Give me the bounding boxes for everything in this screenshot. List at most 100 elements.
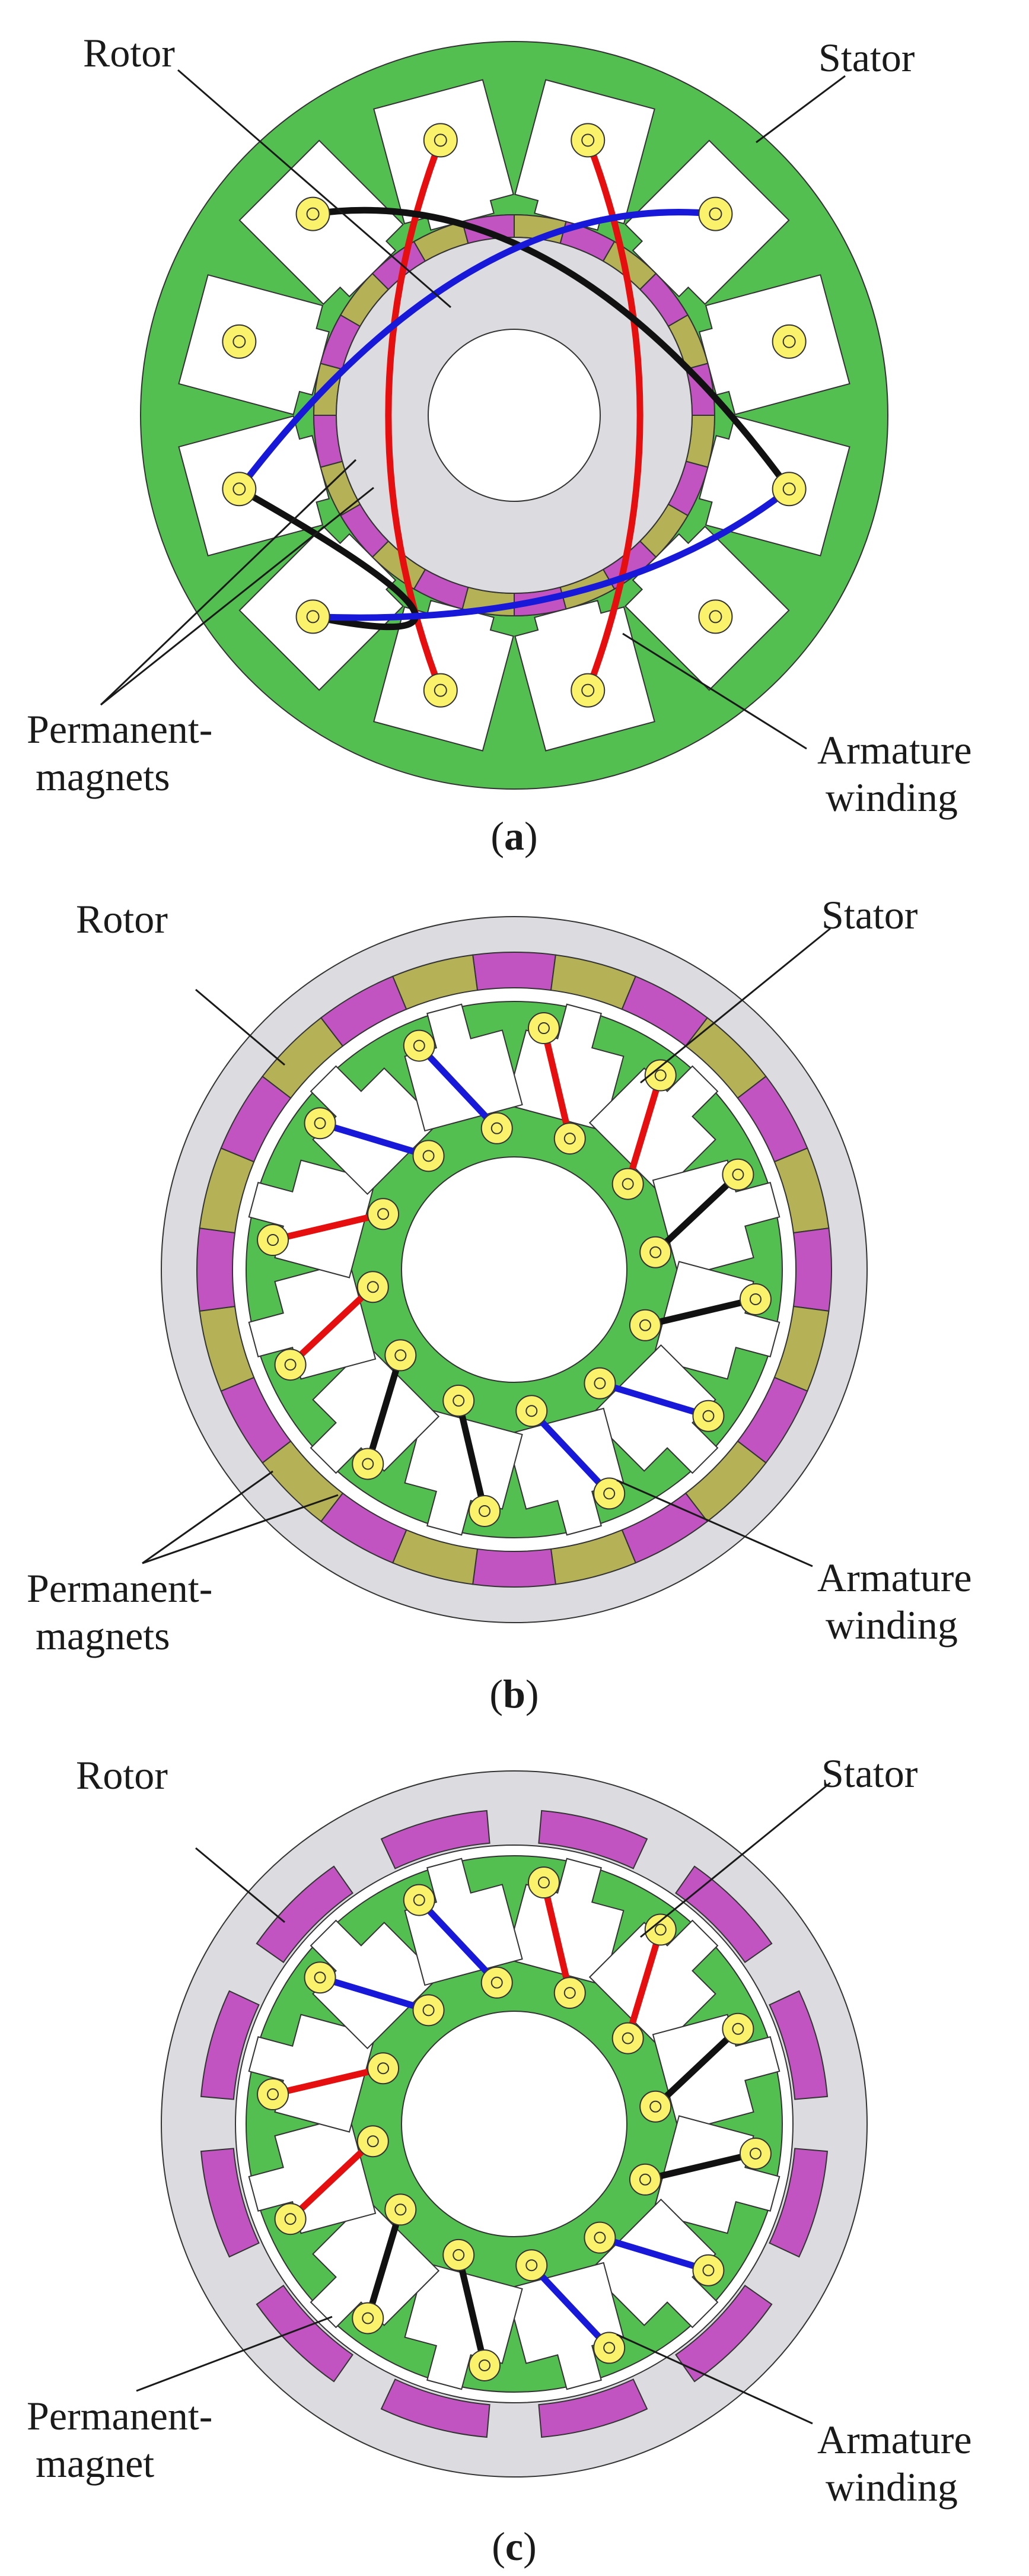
leader-c-winding xyxy=(616,2333,813,2425)
conductor-21 xyxy=(304,1961,336,1994)
conductor-core-23 xyxy=(413,1894,425,1906)
conductor-13 xyxy=(469,1494,501,1527)
label-c-rotor: Rotor xyxy=(76,1753,168,1798)
conductor-9 xyxy=(692,2254,725,2286)
leader-a-rotor xyxy=(177,69,451,309)
conductor-22 xyxy=(412,1994,445,2027)
conductor-core-17 xyxy=(284,1359,297,1371)
conductor-core-24 xyxy=(490,1122,503,1134)
label-a-winding-line2: winding xyxy=(826,775,958,820)
conductor-core-18 xyxy=(367,2135,379,2148)
conductor-3 xyxy=(772,324,807,359)
conductor-core-11 xyxy=(306,207,320,221)
label-c-winding-line1: Armature xyxy=(817,2417,972,2462)
conductor-core-22 xyxy=(422,1150,435,1162)
conductor-core-6 xyxy=(581,683,595,697)
conductor-core-7 xyxy=(434,683,447,697)
conductor-core-9 xyxy=(232,482,246,496)
conductor-18 xyxy=(356,1271,389,1303)
caption-c: (c) xyxy=(492,2524,537,2569)
label-b-winding-line2: winding xyxy=(826,1602,958,1648)
conductor-core-5 xyxy=(732,1168,744,1181)
conductor-24 xyxy=(480,1966,513,1999)
stator-yoke xyxy=(139,41,889,790)
conductor-4 xyxy=(611,2022,644,2055)
conductor-19 xyxy=(257,1224,289,1257)
conductor-6 xyxy=(571,673,606,708)
conductor-4 xyxy=(611,1168,644,1200)
conductor-6 xyxy=(639,2090,672,2123)
panel-a-rotor xyxy=(335,237,693,594)
conductor-12 xyxy=(515,1395,548,1427)
coil-side-1 xyxy=(540,1025,574,1142)
coil-side-10 xyxy=(269,2065,387,2098)
label-a-stator: Stator xyxy=(818,35,915,80)
conductor-core-8 xyxy=(306,610,320,624)
conductor-core-1 xyxy=(581,133,595,147)
panel-c-windings xyxy=(269,1879,759,2369)
conductor-core-19 xyxy=(267,2088,279,2101)
phase-c-coil-1 xyxy=(310,206,793,492)
magnet-5 xyxy=(675,2285,773,2383)
panel-a-stator xyxy=(139,41,889,790)
conductor-core-9 xyxy=(702,2264,715,2276)
leader-c-stator xyxy=(640,1782,831,1938)
label-b-winding-line1: Armature xyxy=(817,1555,972,1600)
conductor-core-11 xyxy=(603,2342,616,2354)
conductor-17 xyxy=(274,1349,307,1381)
coil-side-4 xyxy=(642,1296,759,1329)
conductor-core-21 xyxy=(314,1117,326,1130)
magnet-segment-13 xyxy=(472,1548,556,1588)
label-b-magnets-line2: magnets xyxy=(36,1613,170,1658)
conductor-core-5 xyxy=(732,2022,744,2035)
conductor-11 xyxy=(295,196,330,231)
magnet-3 xyxy=(769,1990,829,2100)
panel-b-leader-lines xyxy=(142,927,831,1567)
conductor-core-2 xyxy=(563,1987,576,1999)
conductor-16 xyxy=(384,2193,417,2226)
conductor-core-6 xyxy=(649,2100,662,2113)
conductor-core-8 xyxy=(639,1319,651,1331)
conductor-1 xyxy=(571,123,606,158)
leader-c-rotor xyxy=(195,1847,285,1923)
conductor-core-24 xyxy=(490,1976,503,1989)
conductor-15 xyxy=(352,1448,384,1480)
conductor-8 xyxy=(629,1309,661,1341)
label-b-stator: Stator xyxy=(821,892,918,937)
conductor-core-12 xyxy=(525,2259,538,2272)
panel-b-outer-rotor-machine: Rotor Stator Permanent- magnets Armature… xyxy=(27,892,972,1716)
panel-b-conductors xyxy=(257,1012,772,1527)
conductor-core-13 xyxy=(479,2359,491,2371)
coil-side-3 xyxy=(652,2025,741,2110)
conductor-core-6 xyxy=(649,1246,662,1258)
conductor-9 xyxy=(692,1400,725,1432)
coil-side-5 xyxy=(596,2234,712,2274)
conductor-core-17 xyxy=(284,2213,297,2225)
magnet-segment-19 xyxy=(196,1227,236,1312)
panel-a-leader-lines xyxy=(100,69,846,750)
rotor-core xyxy=(335,237,693,594)
conductor-15 xyxy=(352,2302,384,2335)
conductor-23 xyxy=(403,1029,435,1062)
conductor-2 xyxy=(553,1122,586,1155)
conductor-core-12 xyxy=(525,1405,538,1417)
panel-a-conductors xyxy=(222,123,807,708)
magnet-1 xyxy=(538,1809,648,1869)
conductor-5 xyxy=(722,1158,754,1191)
conductor-core-13 xyxy=(479,1505,491,1517)
coil-side-6 xyxy=(528,1407,613,1497)
conductor-core-16 xyxy=(394,1349,407,1362)
conductor-12 xyxy=(515,2249,548,2282)
conductor-core-4 xyxy=(782,482,796,496)
magnet-8 xyxy=(256,2285,353,2383)
conductor-16 xyxy=(384,1339,417,1372)
label-c-stator: Stator xyxy=(821,1751,918,1796)
coil-side-2 xyxy=(625,1072,664,1188)
magnet-segment-7 xyxy=(792,1227,832,1312)
label-a-rotor: Rotor xyxy=(83,30,175,75)
leader-b-rotor xyxy=(195,988,285,1066)
coil-side-3 xyxy=(652,1171,741,1256)
leader-a-magnets-2 xyxy=(100,486,374,706)
conductor-7 xyxy=(739,2137,772,2170)
conductor-core-8 xyxy=(639,2173,651,2186)
